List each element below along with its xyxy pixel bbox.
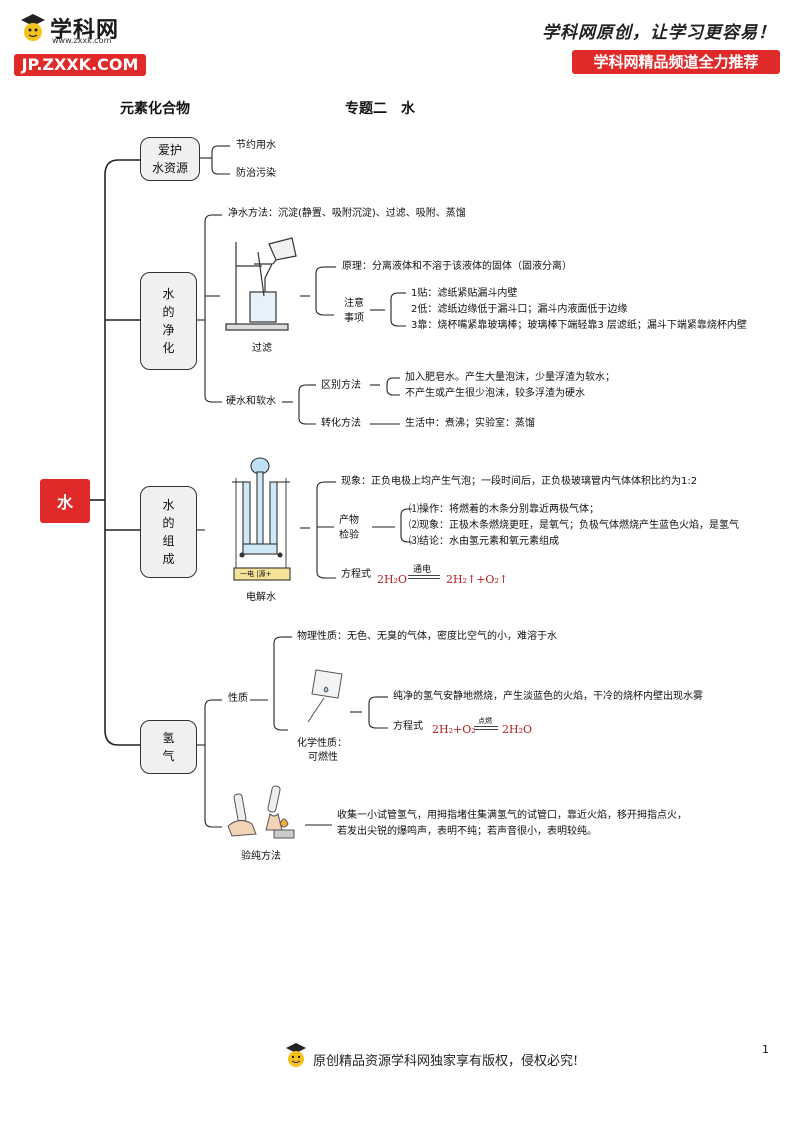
electrolysis-eq-right: 2H₂↑+O₂↑ xyxy=(446,573,509,586)
filter-caption: 过滤 xyxy=(252,343,272,354)
notice-item-1: 1贴：滤纸紧贴漏斗内壁 xyxy=(411,288,518,299)
electrolysis-power-label: 一电 |源+ xyxy=(240,570,272,578)
node-protect-water[interactable]: 爱护 水资源 xyxy=(140,137,200,181)
node-protect-line2: 水资源 xyxy=(151,161,188,175)
product-check-line2: 检验 xyxy=(339,530,359,541)
purity-method: 验纯方法 xyxy=(241,851,281,862)
hydrogen-burn-text: 纯净的氢气安静地燃烧，产生淡蓝色的火焰，干冷的烧杯内壁出现水雾 xyxy=(393,691,703,702)
composition-char-4: 成 xyxy=(162,552,175,566)
protect-item-pollution: 防治污染 xyxy=(236,168,276,179)
notice-item-3: 3靠：烧杯嘴紧靠玻璃棒；玻璃棒下端轻靠3 层滤纸；漏斗下端紧靠烧杯内壁 xyxy=(411,320,747,331)
notice-item-2: 2低：滤纸边缘低于漏斗口；漏斗内液面低于边缘 xyxy=(411,304,628,315)
electrolysis-eq-left: 2H₂O xyxy=(377,573,408,586)
composition-char-2: 的 xyxy=(162,516,175,530)
doc-title-left: 元素化合物 xyxy=(120,101,190,117)
page-number: 1 xyxy=(762,1043,769,1056)
product-item-1: ⑴操作：将燃着的木条分别靠近两极气体； xyxy=(409,504,599,515)
filter-notice-line1: 注意 xyxy=(344,298,364,309)
hard-soft-water: 硬水和软水 xyxy=(226,396,276,407)
purify-char-2: 的 xyxy=(162,305,175,319)
electrolysis-apparatus-icon xyxy=(230,452,296,584)
distinguish-method: 区别方法 xyxy=(321,380,361,391)
site-badge[interactable]: JP.ZXXK.COM xyxy=(14,54,146,76)
doc-title-right: 专题二 水 xyxy=(345,101,415,117)
hydrogen-eq-condition: 点燃 xyxy=(478,717,492,725)
hydrogen-eq-right: 2H₂O xyxy=(502,723,533,736)
product-check-line1: 产物 xyxy=(339,515,359,526)
root-node-water[interactable]: 水 xyxy=(40,479,90,523)
protect-item-save: 节约用水 xyxy=(236,140,276,151)
brand-name: 学科网 xyxy=(50,18,120,43)
footer-copyright: 原创精品资源学科网独家享有版权，侵权必究! xyxy=(313,1054,579,1069)
hydrogen-char-2: 气 xyxy=(162,749,175,763)
hydrogen-burning-icon xyxy=(298,664,352,726)
electrolysis-equation-label: 方程式 xyxy=(341,569,371,580)
hydrogen-property: 性质 xyxy=(228,693,248,704)
product-item-3: ⑶结论：水由氢元素和氧元素组成 xyxy=(409,536,559,547)
composition-char-3: 组 xyxy=(162,534,175,548)
convert-method: 转化方法 xyxy=(321,418,361,429)
composition-char-1: 水 xyxy=(162,498,175,512)
hydrogen-chemical-line1: 化学性质： xyxy=(297,738,347,749)
hydrogen-char-1: 氢 xyxy=(162,731,175,745)
hydrogen-eq-arrow xyxy=(474,726,498,730)
hydrogen-chemical-line2: 可燃性 xyxy=(308,752,338,763)
filter-principle: 原理：分离液体和不溶于该液体的固体（固液分离） xyxy=(342,261,572,272)
slogan: 学科网原创，让学习更容易！ xyxy=(542,23,776,43)
purity-item-2: 若发出尖锐的爆鸣声，表明不纯；若声音很小，表明较纯。 xyxy=(337,826,597,837)
filter-notice-line2: 事项 xyxy=(344,313,364,324)
footer-logo-icon xyxy=(284,1042,308,1070)
hydrogen-equation-label: 方程式 xyxy=(393,721,423,732)
node-protect-line1: 爱护 xyxy=(157,143,182,157)
purify-char-1: 水 xyxy=(162,287,175,301)
electrolysis-eq-arrow xyxy=(408,575,440,579)
electrolysis-caption: 电解水 xyxy=(246,592,276,603)
electrolysis-eq-condition: 通电 xyxy=(413,565,432,575)
product-item-2: ⑵现象：正极木条燃烧更旺，是氧气；负极气体燃烧产生蓝色火焰，是氢气 xyxy=(409,520,739,531)
recommend-badge: 学科网精品频道全力推荐 xyxy=(572,50,780,74)
distinguish-item-2: 不产生或产生很少泡沫，较多浮渣为硬水 xyxy=(405,388,585,399)
purity-test-icon xyxy=(226,780,304,842)
distinguish-item-1: 加入肥皂水。产生大量泡沫，少量浮渣为软水； xyxy=(405,372,615,383)
node-hydrogen[interactable]: 氢 气 xyxy=(140,720,197,774)
purify-methods: 净水方法：沉淀(静置、吸附沉淀)、过滤、吸附、蒸馏 xyxy=(228,208,466,219)
convert-text: 生活中：煮沸；实验室：蒸馏 xyxy=(405,418,535,429)
purify-char-4: 化 xyxy=(162,341,175,355)
electrolysis-phenomenon: 现象：正负电极上均产生气泡；一段时间后，正负极玻璃管内气体体积比约为1:2 xyxy=(341,476,698,487)
hydrogen-physical: 物理性质：无色、无臭的气体，密度比空气的小，难溶于水 xyxy=(297,631,557,642)
brand-url: www.zxxk.com xyxy=(52,36,112,45)
purify-char-3: 净 xyxy=(162,323,175,337)
filter-apparatus-icon xyxy=(224,234,302,334)
logo-icon xyxy=(18,12,48,46)
node-water-purify[interactable]: 水 的 净 化 xyxy=(140,272,197,370)
hydrogen-eq-left: 2H₂+O₂ xyxy=(432,723,476,736)
purity-item-1: 收集一小试管氢气，用拇指堵住集满氢气的试管口，靠近火焰，移开拇指点火， xyxy=(337,810,687,821)
node-water-composition[interactable]: 水 的 组 成 xyxy=(140,486,197,578)
